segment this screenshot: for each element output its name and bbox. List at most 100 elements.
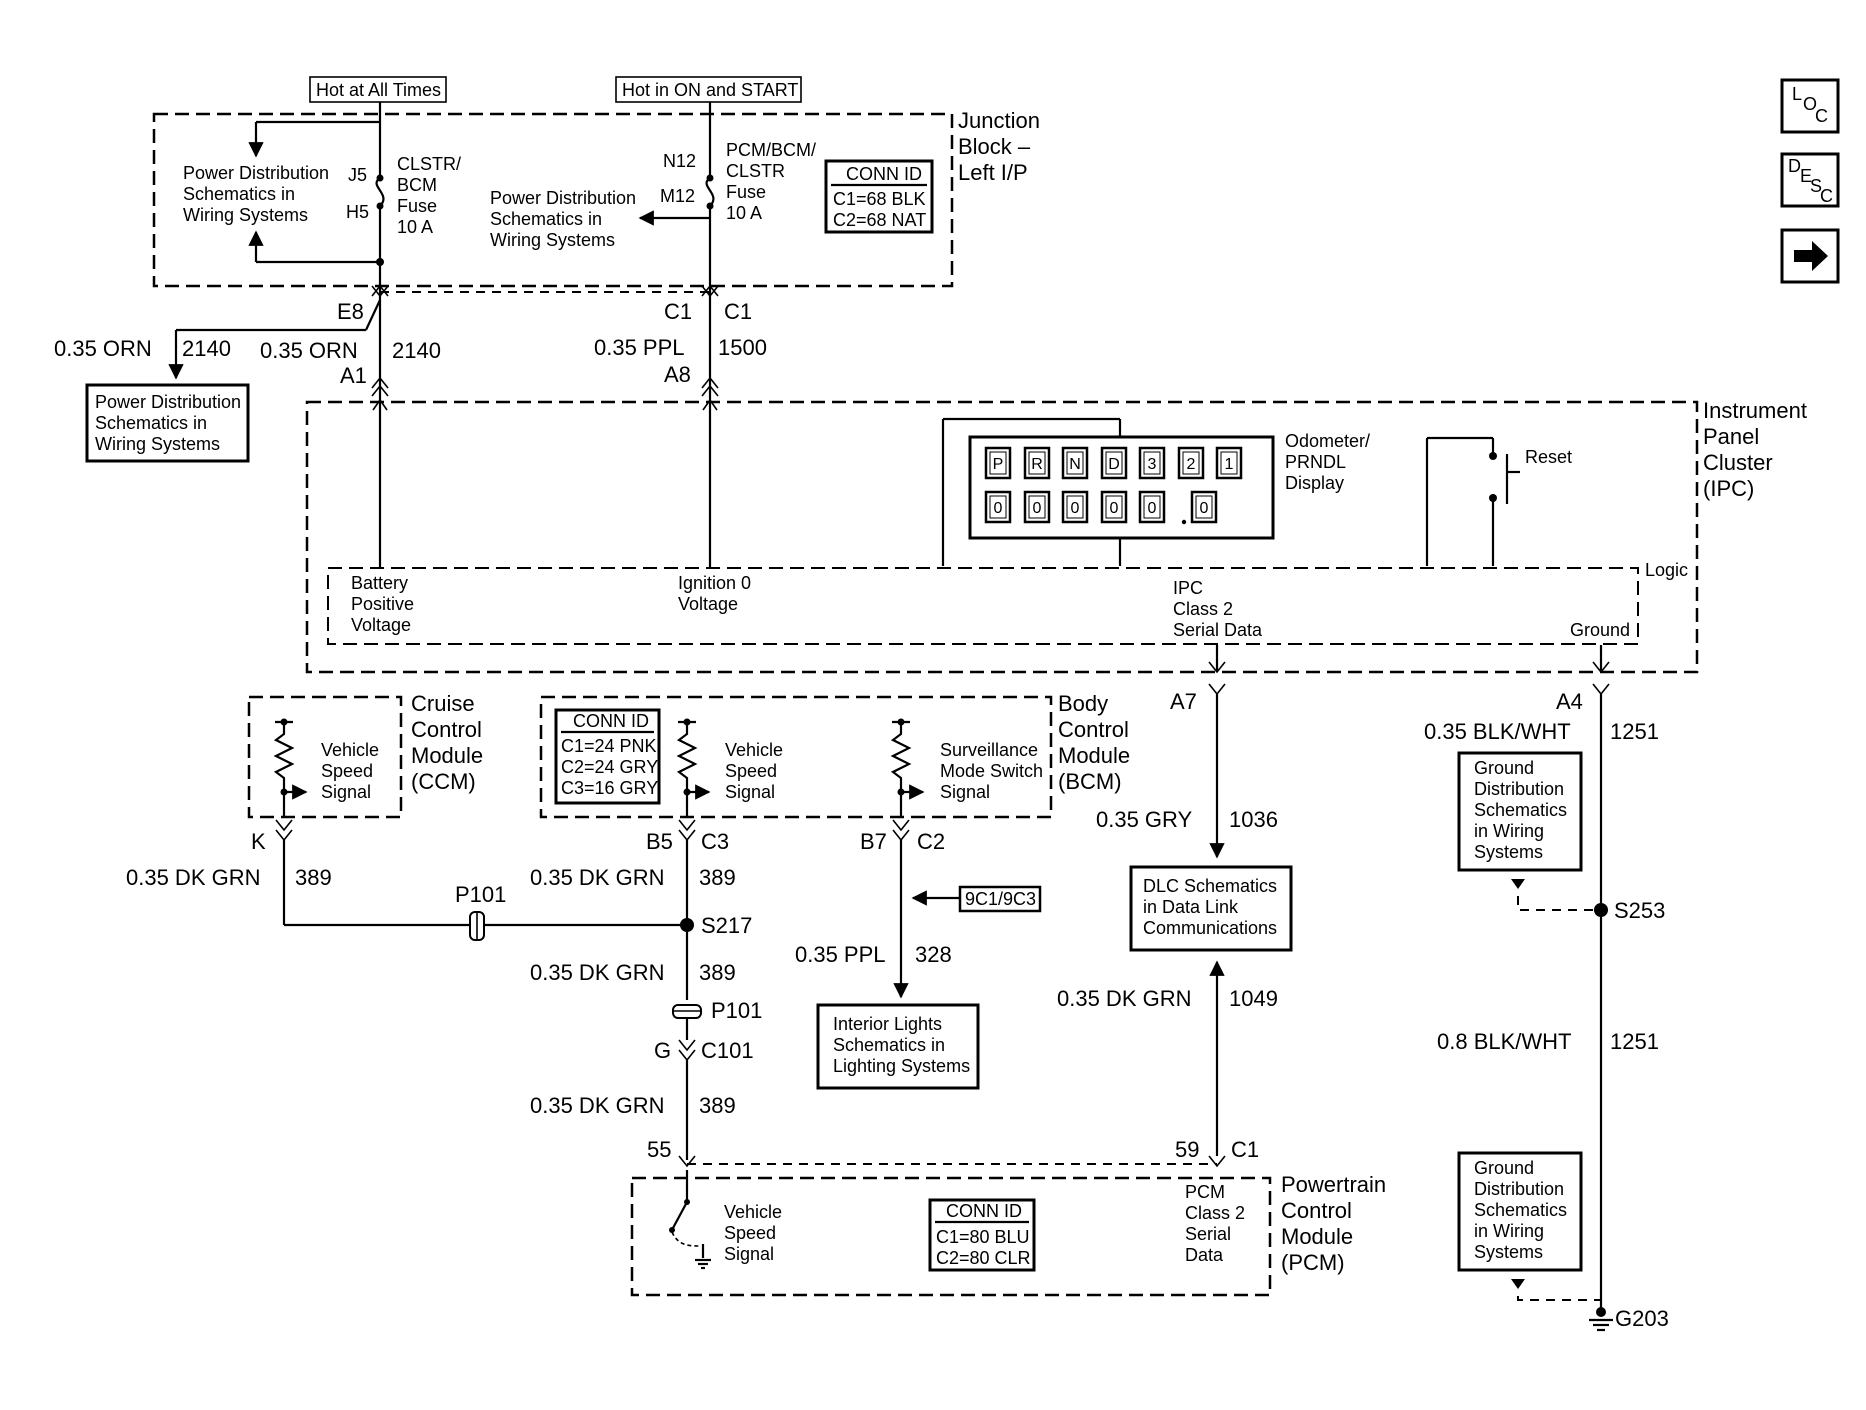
ccm-title-1: Cruise (411, 691, 475, 716)
interior-l2: Schematics in (833, 1035, 945, 1055)
interior-lights-box (816, 1003, 980, 1090)
s217-splice-icon (680, 918, 694, 932)
prndl-cell-char: N (1069, 456, 1081, 473)
junction-conn-c1: C1=68 BLK (833, 189, 926, 209)
bcm-conn-title: CONN ID (573, 711, 649, 731)
pcm-title-1: Powertrain (1281, 1172, 1386, 1197)
pd1-line1: Power Distribution (183, 163, 329, 183)
gd2-l4: in Wiring (1474, 1221, 1544, 1241)
g203-ground-icon (1589, 1307, 1613, 1332)
prndl-cell-char: 3 (1148, 456, 1157, 473)
prndl-cell-inner (1220, 451, 1238, 475)
pcm-conn-id-box (928, 1198, 1036, 1272)
svg-text:D: D (1788, 156, 1801, 176)
pin-g: G (654, 1038, 671, 1063)
ipc-block (305, 400, 1699, 674)
fuse1-l4: 10 A (397, 217, 433, 237)
ccm-block (247, 695, 403, 819)
prndl-cell-char: 1 (1225, 456, 1234, 473)
wire-orn: 0.35 ORN (260, 338, 358, 363)
ref-9c1-9c3-box (958, 885, 1042, 913)
splice-wire2-num: 389 (699, 960, 736, 985)
svg-text:L: L (1792, 84, 1802, 104)
odometer-cell-char: 0 (1200, 500, 1209, 517)
bcm-title-4: (BCM) (1058, 769, 1122, 794)
ground-dist-box-1 (1457, 751, 1583, 872)
gd1-l5: Systems (1474, 842, 1543, 862)
odo-label-l1: Odometer/ (1285, 431, 1370, 451)
s253-splice-icon (1594, 903, 1608, 917)
fuse2-l4: 10 A (726, 203, 762, 223)
gd2-l3: Schematics (1474, 1200, 1567, 1220)
ground-blk2: 0.8 BLK/WHT (1437, 1029, 1571, 1054)
ipc-serial-l3: Serial Data (1173, 620, 1263, 640)
ipc-title-2: Panel (1703, 424, 1759, 449)
odometer-cell-inner (1143, 495, 1161, 519)
prndl-cell-inner (1143, 451, 1161, 475)
svg-text:C: C (1820, 186, 1833, 206)
logic-block (327, 567, 1639, 645)
wire-ppl-num: 1500 (718, 335, 767, 360)
serial-dkgrn: 0.35 DK GRN (1057, 986, 1192, 1011)
fuse2-l3: Fuse (726, 182, 766, 202)
junction-conn-id-box (824, 159, 934, 234)
ccm-resistor-icon (273, 718, 308, 800)
p101-label: P101 (711, 998, 762, 1023)
odometer-cell-char: 0 (1071, 500, 1080, 517)
ipc-title-4: (IPC) (1703, 476, 1754, 501)
fuse1-l3: Fuse (397, 196, 437, 216)
fuse1-l2: BCM (397, 175, 437, 195)
wire-orn-left-num: 2140 (182, 336, 231, 361)
gd2-l2: Distribution (1474, 1179, 1564, 1199)
pin-55: 55 (647, 1137, 671, 1162)
bcm-vss-l1: Vehicle (725, 740, 783, 760)
ccm-title-2: Control (411, 717, 482, 742)
fuse2-l2: CLSTR (726, 161, 785, 181)
odometer-cell-inner (1028, 495, 1046, 519)
interior-l3: Lighting Systems (833, 1056, 970, 1076)
hot-always-label-box (309, 76, 447, 103)
pin-a7: A7 (1170, 689, 1197, 714)
dlc-l2: in Data Link (1143, 897, 1239, 917)
ccm-title-3: Module (411, 743, 483, 768)
pd2-l1: Power Distribution (490, 188, 636, 208)
odometer-cell-char: 0 (1148, 500, 1157, 517)
next-arrow-button[interactable] (1780, 228, 1840, 284)
svg-text:O: O (1803, 94, 1817, 114)
pcm-signal-l1: Vehicle (724, 1202, 782, 1222)
pcm-title-3: Module (1281, 1224, 1353, 1249)
bcm-pin-c2: C2 (917, 829, 945, 854)
gd1-l1: Ground (1474, 758, 1534, 778)
battery-l3: Voltage (351, 615, 411, 635)
bcm-ppl: 0.35 PPL (795, 942, 886, 967)
bcm-vss-l2: Speed (725, 761, 777, 781)
ipc-title-1: Instrument (1703, 398, 1807, 423)
ground-blk: 0.35 BLK/WHT (1424, 719, 1571, 744)
splice-wire3-num: 389 (699, 1093, 736, 1118)
bcm-block (539, 695, 1053, 819)
odometer-cell-char: 0 (1110, 500, 1119, 517)
pin-59: 59 (1175, 1137, 1199, 1162)
pd2-l2: Schematics in (490, 209, 602, 229)
prndl-cell-inner (989, 451, 1007, 475)
prndl-cell-char: 2 (1187, 456, 1196, 473)
pin-e8: E8 (337, 299, 364, 324)
pcm-title-2: Control (1281, 1198, 1352, 1223)
odo-label-l3: Display (1285, 473, 1344, 493)
ignition-l2: Voltage (678, 594, 738, 614)
battery-l2: Positive (351, 594, 414, 614)
ref-9c1-9c3: 9C1/9C3 (965, 889, 1036, 909)
pcm-signal-l3: Signal (724, 1244, 774, 1264)
bcm-surv-l1: Surveillance (940, 740, 1038, 760)
pin-c1-pcm: C1 (1231, 1137, 1259, 1162)
prndl-cell-inner (1105, 451, 1123, 475)
ground-blk-num: 1251 (1610, 719, 1659, 744)
pd2-l3: Wiring Systems (490, 230, 615, 250)
bcm-conn-id-box (554, 708, 661, 805)
pcm-block (630, 1176, 1272, 1297)
junction-conn-c2: C2=68 NAT (833, 210, 926, 230)
wire-orn-num: 2140 (392, 338, 441, 363)
